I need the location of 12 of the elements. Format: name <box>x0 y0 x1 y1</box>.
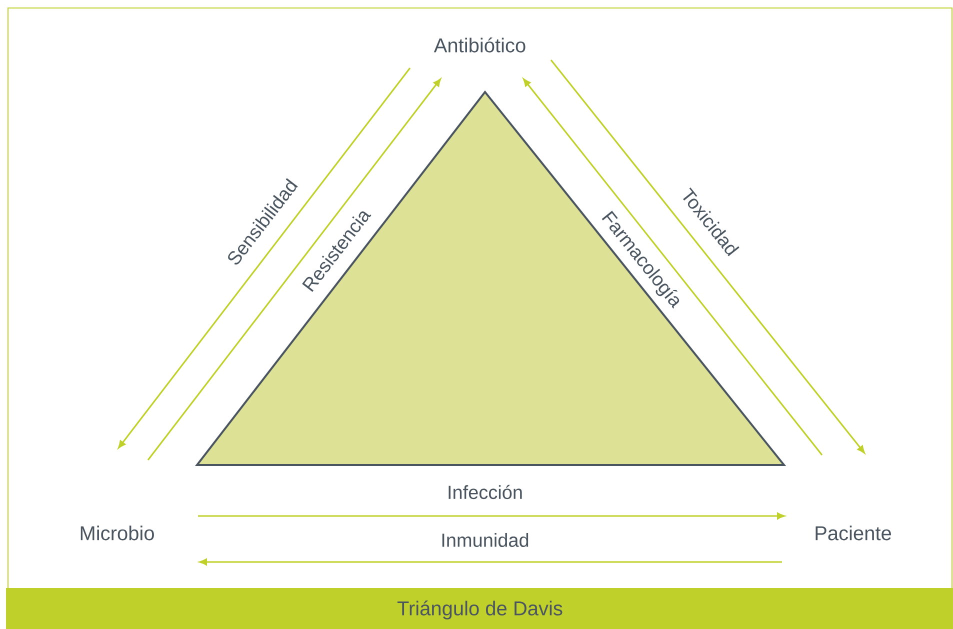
title-banner: Triángulo de Davis <box>6 588 953 629</box>
node-label: Antibiótico <box>434 38 526 52</box>
arrow <box>198 512 785 520</box>
arrow <box>550 60 865 454</box>
edge-label: Infección <box>448 484 522 500</box>
arrow <box>199 558 782 566</box>
node-label: Paciente <box>816 526 891 540</box>
arrow <box>523 78 823 456</box>
edge-label: Inmunidad <box>442 533 528 547</box>
arrow <box>147 78 441 460</box>
node-label: Microbio <box>80 526 154 540</box>
arrow <box>118 68 411 448</box>
